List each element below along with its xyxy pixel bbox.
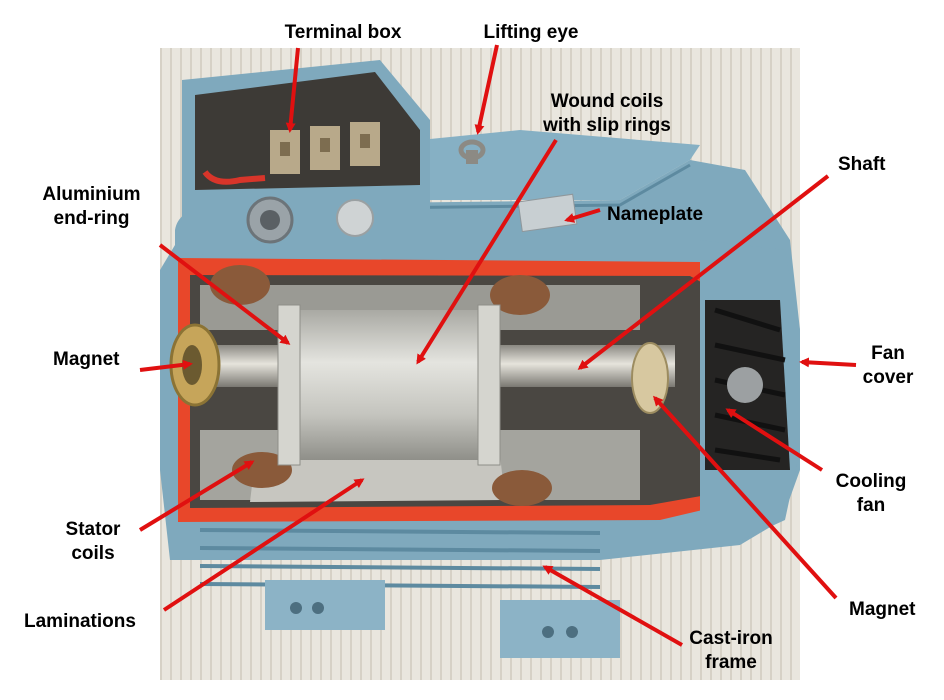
label-magnet-left-text: Magnet (53, 349, 120, 370)
label-cooling-fan-line1: Cooling (835, 471, 907, 492)
label-fan-cover: Fan cover (856, 342, 920, 390)
label-stator-line2: coils (71, 543, 115, 564)
terminal-studs (270, 122, 380, 174)
end-ring-left (277, 304, 301, 466)
label-fan-cover-line2: cover (862, 367, 914, 388)
label-stator-coils: Stator coils (48, 518, 138, 566)
label-wound-coils: Wound coils with slip rings (522, 90, 692, 138)
label-laminations: Laminations (24, 610, 136, 634)
end-ring-right (477, 304, 501, 466)
terminal-wire (202, 170, 266, 185)
label-cooling-fan: Cooling fan (826, 470, 916, 518)
label-magnet-right: Magnet (849, 598, 916, 622)
motor-foot-right (500, 600, 620, 658)
label-cast-iron-frame: Cast-iron frame (676, 627, 786, 675)
label-lifting-eye-text: Lifting eye (483, 22, 579, 43)
label-aluminium-end-ring: Aluminium end-ring (24, 183, 159, 231)
stator-coil-lower-right (492, 470, 552, 506)
label-cast-iron-line2: frame (705, 652, 757, 673)
label-lifting-eye: Lifting eye (466, 21, 596, 45)
label-terminal-box: Terminal box (263, 21, 423, 45)
label-aluminium-line2: end-ring (53, 208, 130, 229)
label-shaft-text: Shaft (838, 154, 886, 175)
label-terminal-box-text: Terminal box (284, 22, 402, 43)
blanking-plug (336, 199, 374, 237)
rotor-core (285, 310, 495, 460)
label-nameplate-text: Nameplate (607, 204, 704, 225)
right-bearing (631, 342, 669, 414)
label-cooling-fan-line2: fan (856, 495, 886, 516)
motor-foot-left (265, 580, 385, 630)
label-shaft: Shaft (838, 153, 886, 177)
label-stator-line1: Stator (65, 519, 121, 540)
label-wound-coils-line2: with slip rings (543, 115, 671, 136)
label-cast-iron-line1: Cast-iron (689, 628, 773, 649)
label-wound-coils-line1: Wound coils (550, 91, 664, 112)
label-aluminium-line1: Aluminium (42, 184, 141, 205)
label-laminations-text: Laminations (24, 611, 136, 632)
label-nameplate: Nameplate (607, 203, 703, 227)
stator-coil-upper-left (210, 265, 270, 305)
label-magnet-left: Magnet (53, 348, 120, 372)
label-magnet-right-text: Magnet (849, 599, 916, 620)
label-fan-cover-line1: Fan (871, 343, 905, 364)
